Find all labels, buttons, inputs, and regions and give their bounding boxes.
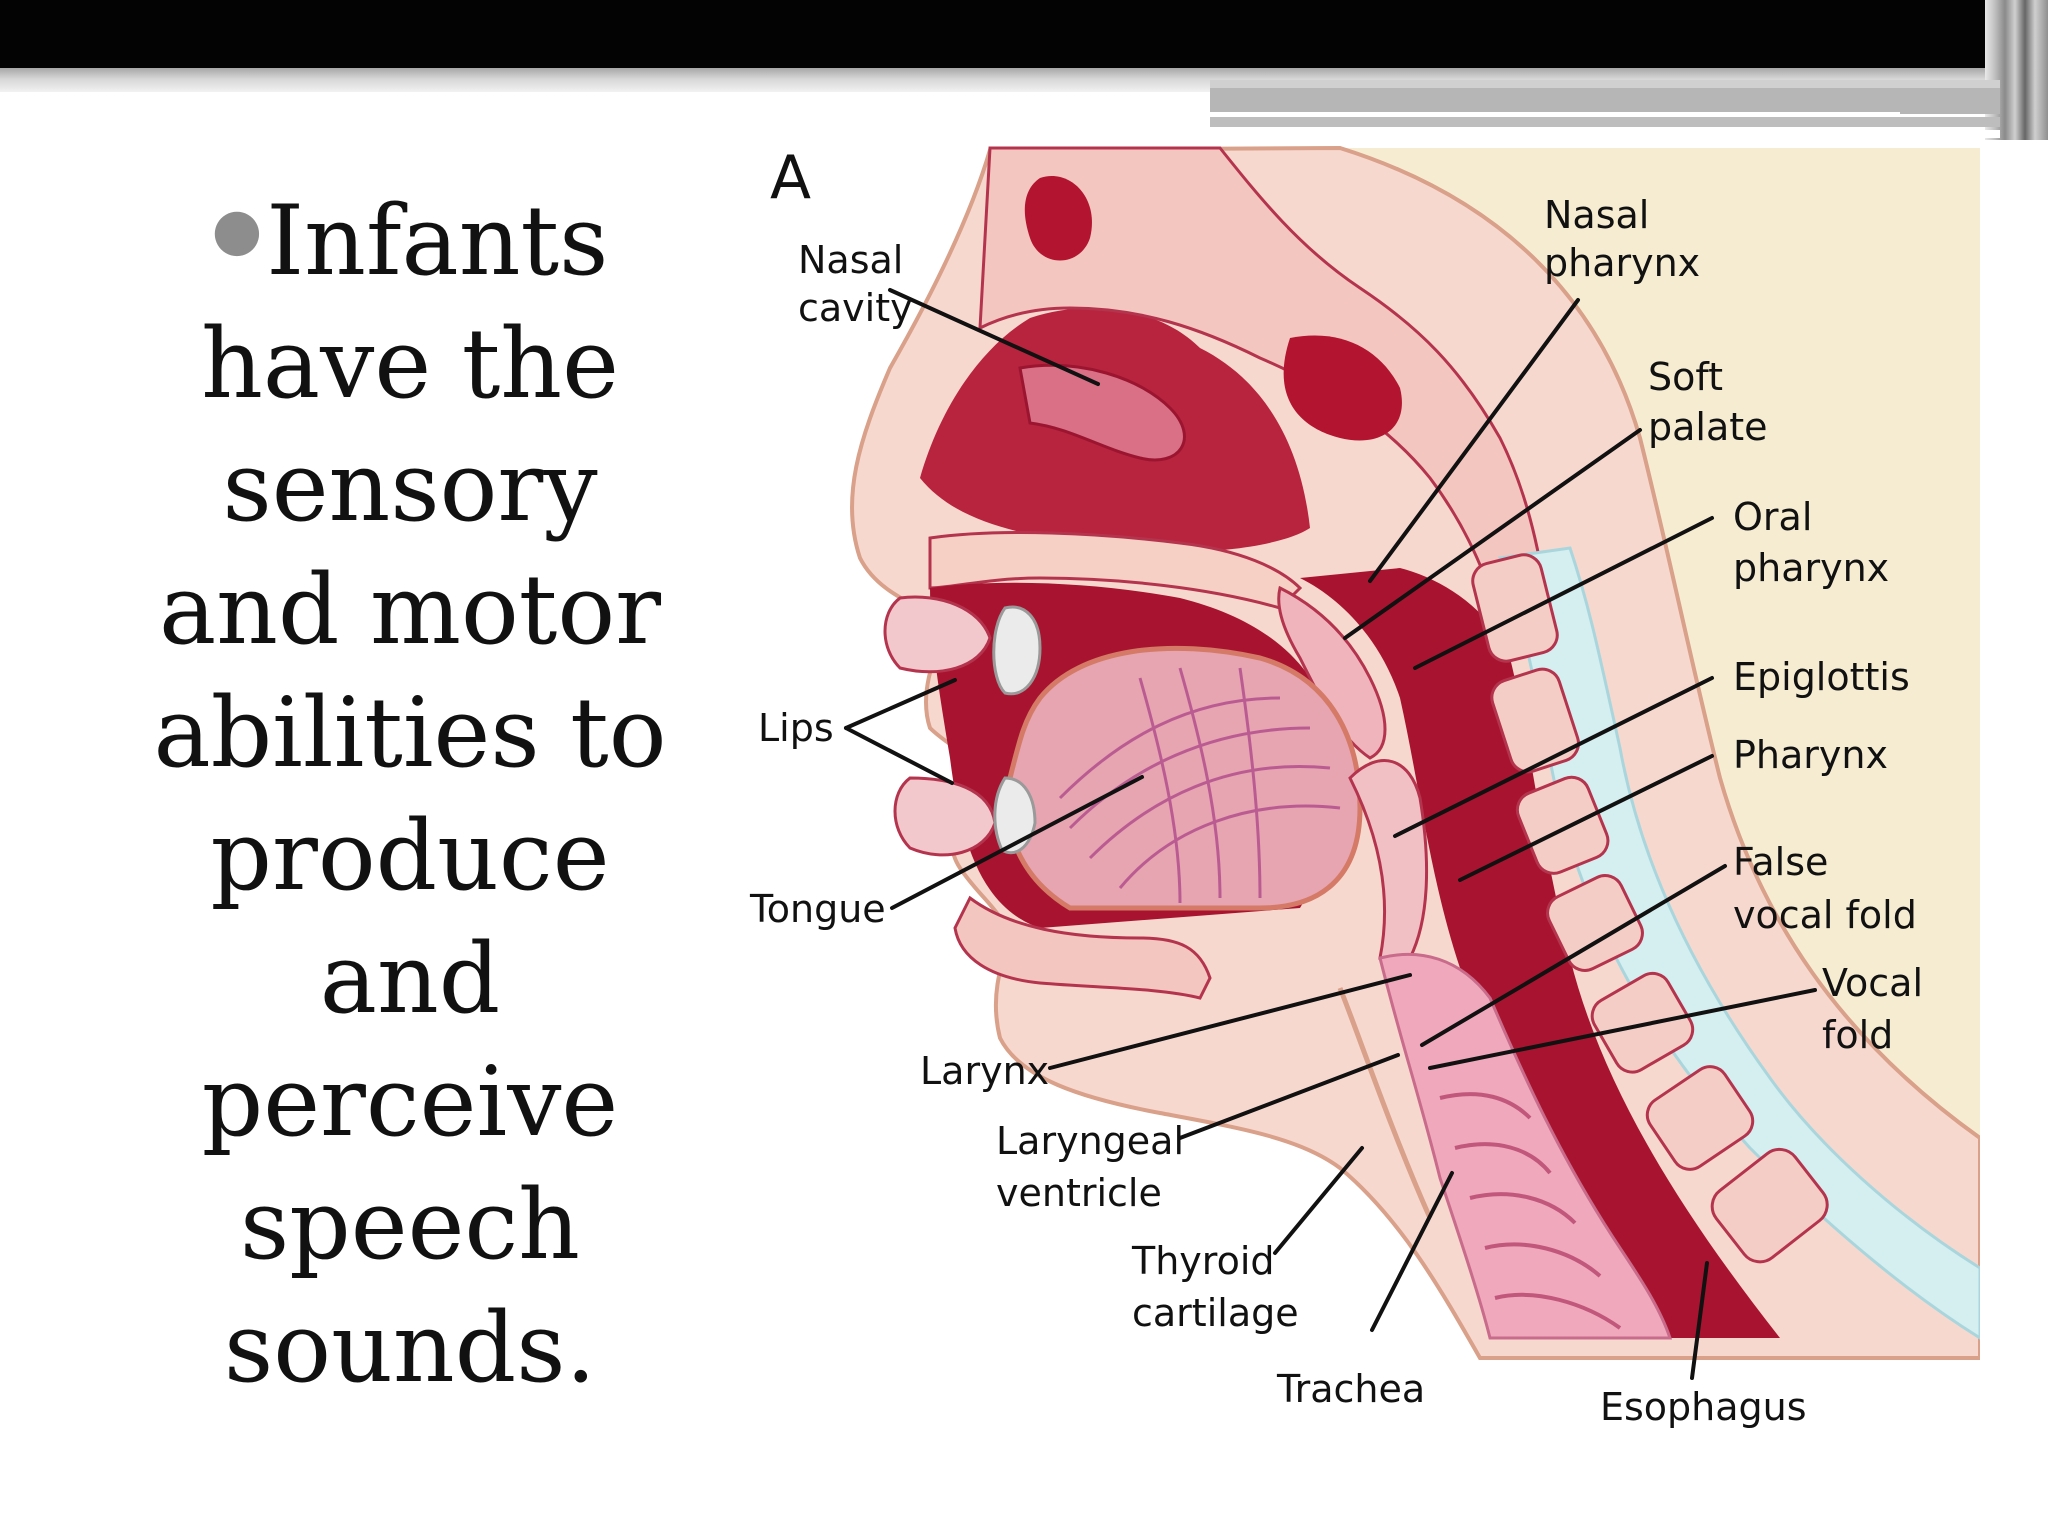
lower-lip (893, 776, 997, 857)
pointer-lips-lower (844, 726, 954, 785)
label-false-vocal-fold-line1: False (1733, 840, 1828, 884)
slide-title-bar-edge (1985, 0, 2048, 140)
slide-title-bar (0, 0, 2048, 68)
label-vocal-fold-line1: Vocal (1822, 961, 1923, 1005)
label-soft-palate-line2: palate (1648, 405, 1768, 449)
tongue (1005, 645, 1363, 911)
label-trachea: Trachea (1276, 1367, 1425, 1411)
pointer-larynx (1048, 973, 1412, 1070)
label-lips: Lips (758, 706, 834, 750)
label-nasal-cavity-line1: Nasal (798, 238, 903, 282)
pointer-soft-palate (1343, 428, 1642, 640)
vocal-tract-diagram: A Nasal cavity Nasal pharynx Soft palate… (749, 143, 1980, 1429)
lower-teeth (993, 776, 1037, 855)
label-laryngeal-ventricle-line1: Laryngeal (996, 1119, 1184, 1163)
upper-teeth (992, 605, 1042, 696)
label-thyroid-cartilage-line1: Thyroid (1131, 1239, 1275, 1283)
label-nasal-pharynx-line1: Nasal (1544, 193, 1649, 237)
panel-letter: A (770, 143, 811, 213)
bullet-text: Infants have the sensory and motor abili… (153, 185, 667, 1404)
label-laryngeal-ventricle-line2: ventricle (996, 1171, 1162, 1215)
slide-header-rule-accent (1210, 80, 2000, 138)
label-pointer-lines (844, 288, 1817, 1380)
cervical-vertebrae (1471, 553, 1829, 1264)
nasal-turbinate (1018, 363, 1186, 462)
label-nasal-pharynx-line2: pharynx (1544, 241, 1700, 285)
epiglottis (1348, 759, 1429, 960)
tracheal-rings (1439, 1092, 1622, 1330)
bullet-point: ●Infants have the sensory and motor abil… (150, 168, 670, 1410)
label-vocal-fold-line2: fold (1822, 1013, 1893, 1057)
label-tongue: Tongue (749, 887, 886, 931)
vertebra-5 (1590, 971, 1695, 1074)
vertebra-7 (1710, 1147, 1829, 1264)
pointer-lips-upper (844, 678, 957, 730)
frontal-sinus (1024, 176, 1092, 261)
pointer-laryngeal-ventricle (1178, 1053, 1400, 1140)
pointer-esophagus (1690, 1261, 1709, 1380)
label-false-vocal-fold-line2: vocal fold (1733, 893, 1917, 937)
label-epiglottis: Epiglottis (1733, 655, 1910, 699)
mandible (953, 895, 1212, 1000)
label-oral-pharynx-line2: pharynx (1733, 546, 1889, 590)
larynx (1378, 952, 1673, 1340)
upper-lip (883, 595, 992, 674)
label-thyroid-cartilage-line2: cartilage (1132, 1291, 1299, 1335)
label-larynx: Larynx (920, 1049, 1049, 1093)
vertebra-6 (1645, 1065, 1755, 1171)
pointer-nasal-cavity (888, 288, 1100, 386)
thyroid-cartilage-outline (1337, 987, 1433, 1220)
pointer-false-vocal-fold (1420, 864, 1727, 1047)
sphenoid-sinus (1283, 335, 1402, 441)
pointer-oral-pharynx (1413, 516, 1714, 670)
pointer-pharynx (1458, 754, 1714, 882)
label-pharynx: Pharynx (1733, 733, 1888, 777)
label-nasal-cavity-line2: cavity (798, 286, 913, 330)
tongue-muscle-fibers (1058, 667, 1341, 904)
label-soft-palate-line1: Soft (1648, 355, 1723, 399)
vertebra-4 (1546, 874, 1644, 972)
vertebra-2 (1490, 667, 1580, 774)
bullet-dot-icon: ● (211, 195, 263, 263)
pharynx-channel (1300, 568, 1780, 1338)
label-oral-pharynx-line1: Oral (1733, 495, 1812, 539)
pointer-nasal-pharynx (1368, 298, 1580, 583)
pointer-epiglottis (1393, 676, 1714, 838)
pointer-tongue (890, 775, 1144, 910)
label-esophagus: Esophagus (1600, 1385, 1807, 1429)
pointer-trachea (1370, 1171, 1454, 1332)
pointer-thyroid-cartilage (1273, 1146, 1364, 1255)
pointer-vocal-fold (1428, 988, 1817, 1070)
